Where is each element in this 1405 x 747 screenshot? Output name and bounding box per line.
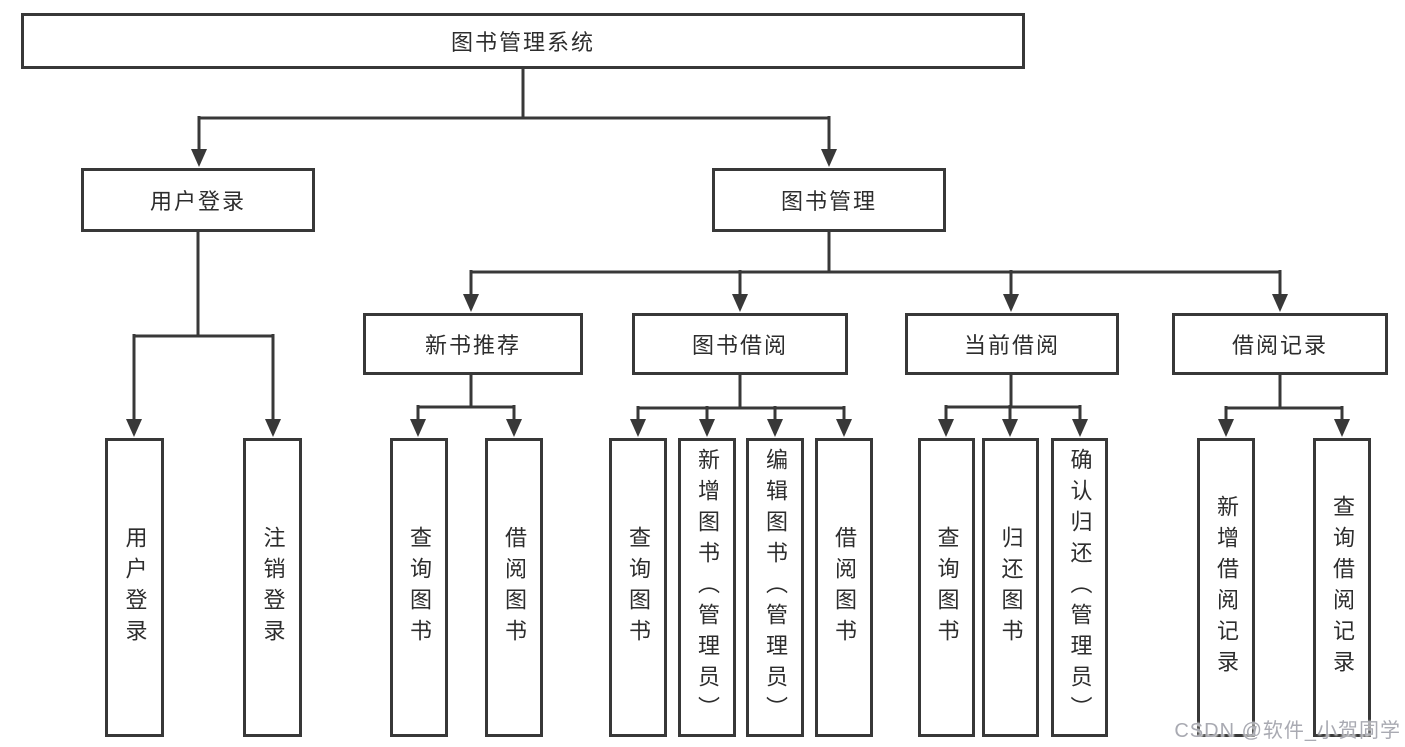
- arrowhead: [836, 419, 852, 437]
- node-borrow-records: 借阅记录: [1172, 313, 1388, 375]
- node-current-borrow-label: 当前借阅: [963, 333, 1060, 358]
- leaf-logout: 注销登录: [243, 438, 302, 737]
- leaf-current-query-books-label: 查询图书: [934, 525, 960, 650]
- leaf-borrow-borrow-books-label: 借阅图书: [832, 525, 857, 650]
- arrowhead: [938, 419, 954, 437]
- connector-new-book-children: [410, 374, 522, 437]
- arrowhead: [699, 419, 715, 437]
- connector-user-login-children: [126, 231, 281, 437]
- connector-current-borrow-children: [938, 374, 1088, 437]
- leaf-records-query-record-label: 查询借阅记录: [1330, 494, 1355, 681]
- leaf-current-query-books: 查询图书: [918, 438, 975, 737]
- arrowhead: [767, 419, 783, 437]
- leaf-borrow-borrow-books: 借阅图书: [815, 438, 873, 737]
- leaf-logout-label: 注销登录: [260, 525, 286, 650]
- arrowhead: [410, 419, 426, 437]
- node-book-borrow-label: 图书借阅: [691, 333, 788, 358]
- arrowhead: [463, 294, 479, 312]
- leaf-user-login-label: 用户登录: [122, 525, 148, 650]
- node-book-management: 图书管理: [712, 168, 946, 232]
- leaf-records-add-record: 新增借阅记录: [1197, 438, 1255, 737]
- arrowhead: [1218, 419, 1234, 437]
- connector-borrow-records-children: [1218, 374, 1350, 437]
- arrowhead: [506, 419, 522, 437]
- arrowhead: [1072, 419, 1088, 437]
- arrowhead: [126, 419, 142, 437]
- arrowhead: [265, 419, 281, 437]
- leaf-user-login: 用户登录: [105, 438, 164, 737]
- leaf-current-confirm-return-admin: 确认归还（管理员）: [1051, 438, 1108, 737]
- leaf-current-return-books-label: 归还图书: [998, 525, 1024, 650]
- arrowhead: [821, 149, 837, 167]
- leaf-current-return-books: 归还图书: [982, 438, 1039, 737]
- connector-book-borrow-children: [630, 374, 852, 437]
- leaf-recommend-query-books: 查询图书: [390, 438, 448, 737]
- leaf-borrow-edit-books-admin: 编辑图书（管理员）: [746, 438, 804, 737]
- node-current-borrow: 当前借阅: [905, 313, 1119, 375]
- leaf-records-query-record: 查询借阅记录: [1313, 438, 1371, 737]
- arrowhead: [1272, 294, 1288, 312]
- node-user-login: 用户登录: [81, 168, 315, 232]
- arrowhead: [630, 419, 646, 437]
- arrowhead: [732, 294, 748, 312]
- leaf-current-confirm-return-admin-label: 确认归还（管理员）: [1067, 448, 1093, 727]
- connector-root-children: [191, 68, 837, 167]
- connector-book-management-children: [463, 231, 1288, 312]
- leaf-borrow-add-books-admin-label: 新增图书（管理员）: [695, 448, 720, 727]
- node-new-book-recommend: 新书推荐: [363, 313, 583, 375]
- leaf-borrow-edit-books-admin-label: 编辑图书（管理员）: [763, 448, 788, 727]
- leaf-borrow-add-books-admin: 新增图书（管理员）: [678, 438, 736, 737]
- node-root-label: 图书管理系统: [450, 30, 595, 55]
- leaf-recommend-borrow-books-label: 借阅图书: [502, 525, 527, 650]
- leaf-records-add-record-label: 新增借阅记录: [1214, 494, 1239, 681]
- node-book-borrow: 图书借阅: [632, 313, 848, 375]
- node-new-book-recommend-label: 新书推荐: [424, 333, 521, 358]
- leaf-borrow-query-books-label: 查询图书: [626, 525, 651, 650]
- leaf-recommend-borrow-books: 借阅图书: [485, 438, 543, 737]
- csdn-watermark: CSDN @软件_小贺同学: [1174, 720, 1401, 742]
- node-borrow-records-label: 借阅记录: [1231, 333, 1328, 358]
- node-book-management-label: 图书管理: [780, 189, 877, 214]
- arrowhead: [191, 149, 207, 167]
- node-root: 图书管理系统: [21, 13, 1025, 69]
- arrowhead: [1002, 419, 1018, 437]
- arrowhead: [1334, 419, 1350, 437]
- leaf-recommend-query-books-label: 查询图书: [407, 525, 432, 650]
- node-user-login-label: 用户登录: [149, 189, 246, 214]
- leaf-borrow-query-books: 查询图书: [609, 438, 667, 737]
- arrowhead: [1003, 294, 1019, 312]
